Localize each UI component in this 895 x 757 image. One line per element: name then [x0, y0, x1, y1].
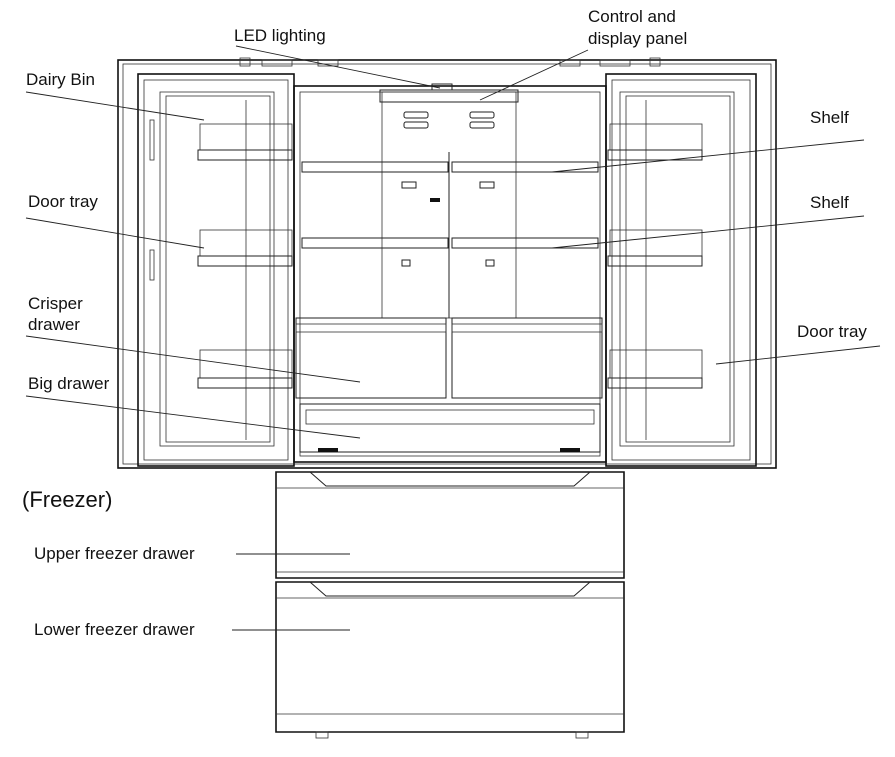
crisper-drawers — [295, 317, 603, 399]
shelf-lower-label: Shelf — [810, 193, 849, 212]
control-display-panel — [379, 89, 519, 129]
control-panel-label-line1: Control and — [588, 7, 676, 26]
right-door-tray-lower — [607, 349, 703, 389]
door-tray-left-label: Door tray — [28, 192, 98, 211]
big-drawer — [299, 403, 601, 453]
fresh-food-compartment — [293, 83, 607, 463]
right-door — [605, 73, 757, 467]
crisper-drawer-label-line2: drawer — [28, 315, 80, 334]
left-door — [137, 73, 295, 467]
right-door-tray-upper — [607, 229, 703, 267]
cabinet — [117, 57, 777, 469]
big-drawer-label: Big drawer — [28, 374, 110, 393]
upper-shelf — [301, 161, 599, 202]
lower-freezer-drawer — [275, 581, 625, 739]
left-dairy-bin — [197, 123, 293, 161]
lower-shelf — [301, 237, 599, 267]
door-tray-right-label: Door tray — [797, 322, 867, 341]
freezer-section — [275, 471, 625, 739]
left-door-tray-upper — [197, 229, 293, 267]
shelf-upper-label: Shelf — [810, 108, 849, 127]
left-door-tray-lower — [197, 349, 293, 389]
led-lighting-label: LED lighting — [234, 26, 326, 45]
upper-freezer-drawer — [275, 471, 625, 579]
right-dairy-bin — [607, 123, 703, 161]
control-panel-label-line2: display panel — [588, 29, 688, 48]
crisper-drawer-label-line1: Crisper — [28, 294, 83, 313]
dairy-bin-label: Dairy Bin — [26, 70, 95, 89]
lower-freezer-drawer-label: Lower freezer drawer — [34, 620, 195, 639]
upper-freezer-drawer-label: Upper freezer drawer — [34, 544, 195, 563]
freezer-label: (Freezer) — [22, 487, 113, 512]
leader-lines — [25, 45, 881, 631]
led-light — [431, 83, 453, 91]
